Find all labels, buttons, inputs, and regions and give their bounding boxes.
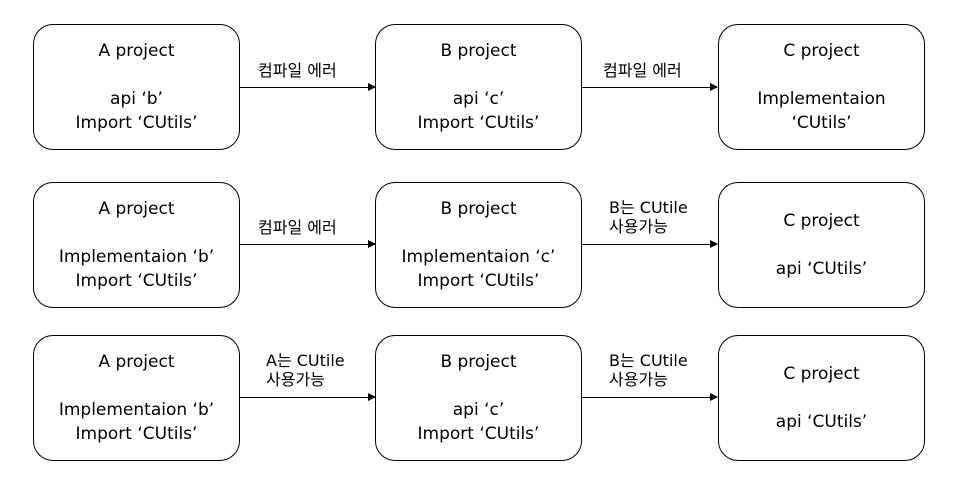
box-line: Implementaion ‘b’ bbox=[58, 247, 215, 267]
row1-b-project-box: B project api ‘c’ Import ‘CUtils’ bbox=[375, 24, 582, 150]
row3-arrow-b-to-c bbox=[582, 393, 718, 401]
row3-c-project-box: C project api ‘CUtils’ bbox=[718, 335, 925, 461]
box-line: Import ‘CUtils’ bbox=[75, 271, 198, 291]
box-line: api ‘CUtils’ bbox=[775, 259, 868, 279]
box-title: B project bbox=[440, 199, 517, 219]
arrow-label-line: A는 CUtile bbox=[266, 351, 345, 370]
arrow-label-line: 사용가능 bbox=[609, 217, 668, 236]
box-line: api ‘b’ bbox=[110, 89, 163, 109]
box-line: api ‘CUtils’ bbox=[775, 412, 868, 432]
row3-b-project-box: B project api ‘c’ Import ‘CUtils’ bbox=[375, 335, 582, 461]
box-line: Import ‘CUtils’ bbox=[75, 113, 198, 133]
arrow-label-line: B는 CUtile bbox=[609, 351, 688, 370]
row2-arrow-b-to-c-label: B는 CUtile 사용가능 bbox=[609, 198, 688, 236]
box-line: Implementaion ‘c’ bbox=[401, 247, 556, 267]
row1-arrow-a-to-b bbox=[240, 83, 376, 91]
arrow-label-line: B는 CUtile bbox=[609, 198, 688, 217]
arrow-label-line: 사용가능 bbox=[609, 370, 668, 389]
box-title: A project bbox=[98, 41, 175, 61]
box-title: A project bbox=[98, 199, 175, 219]
box-line: Implementaion bbox=[757, 89, 886, 109]
row2-a-project-box: A project Implementaion ‘b’ Import ‘CUti… bbox=[33, 182, 240, 308]
row1-a-project-box: A project api ‘b’ Import ‘CUtils’ bbox=[33, 24, 240, 150]
row1-arrow-b-to-c-label: 컴파일 에러 bbox=[603, 61, 682, 80]
arrow-label-line: 컴파일 에러 bbox=[258, 61, 337, 80]
box-line: Import ‘CUtils’ bbox=[417, 424, 540, 444]
row1-arrow-a-to-b-label: 컴파일 에러 bbox=[258, 61, 337, 80]
row3-arrow-a-to-b bbox=[240, 393, 376, 401]
box-line: ‘CUtils’ bbox=[791, 113, 852, 133]
box-title: C project bbox=[783, 364, 860, 384]
box-line: Import ‘CUtils’ bbox=[417, 271, 540, 291]
row2-arrow-a-to-b bbox=[240, 240, 376, 248]
row3-arrow-a-to-b-label: A는 CUtile 사용가능 bbox=[266, 351, 345, 389]
row1-c-project-box: C project Implementaion ‘CUtils’ bbox=[718, 24, 925, 150]
box-title: B project bbox=[440, 352, 517, 372]
box-line: Import ‘CUtils’ bbox=[75, 424, 198, 444]
row3-a-project-box: A project Implementaion ‘b’ Import ‘CUti… bbox=[33, 335, 240, 461]
row1-arrow-b-to-c bbox=[582, 83, 718, 91]
box-title: A project bbox=[98, 352, 175, 372]
box-title: C project bbox=[783, 41, 860, 61]
row2-b-project-box: B project Implementaion ‘c’ Import ‘CUti… bbox=[375, 182, 582, 308]
box-title: C project bbox=[783, 211, 860, 231]
arrow-label-line: 컴파일 에러 bbox=[603, 61, 682, 80]
row2-c-project-box: C project api ‘CUtils’ bbox=[718, 182, 925, 308]
arrow-label-line: 사용가능 bbox=[266, 370, 325, 389]
row2-arrow-b-to-c bbox=[582, 240, 718, 248]
box-line: Implementaion ‘b’ bbox=[58, 400, 215, 420]
box-line: api ‘c’ bbox=[452, 400, 505, 420]
box-title: B project bbox=[440, 41, 517, 61]
row3-arrow-b-to-c-label: B는 CUtile 사용가능 bbox=[609, 351, 688, 389]
arrow-label-line: 컴파일 에러 bbox=[258, 218, 337, 237]
box-line: api ‘c’ bbox=[452, 89, 505, 109]
row2-arrow-a-to-b-label: 컴파일 에러 bbox=[258, 218, 337, 237]
box-line: Import ‘CUtils’ bbox=[417, 113, 540, 133]
